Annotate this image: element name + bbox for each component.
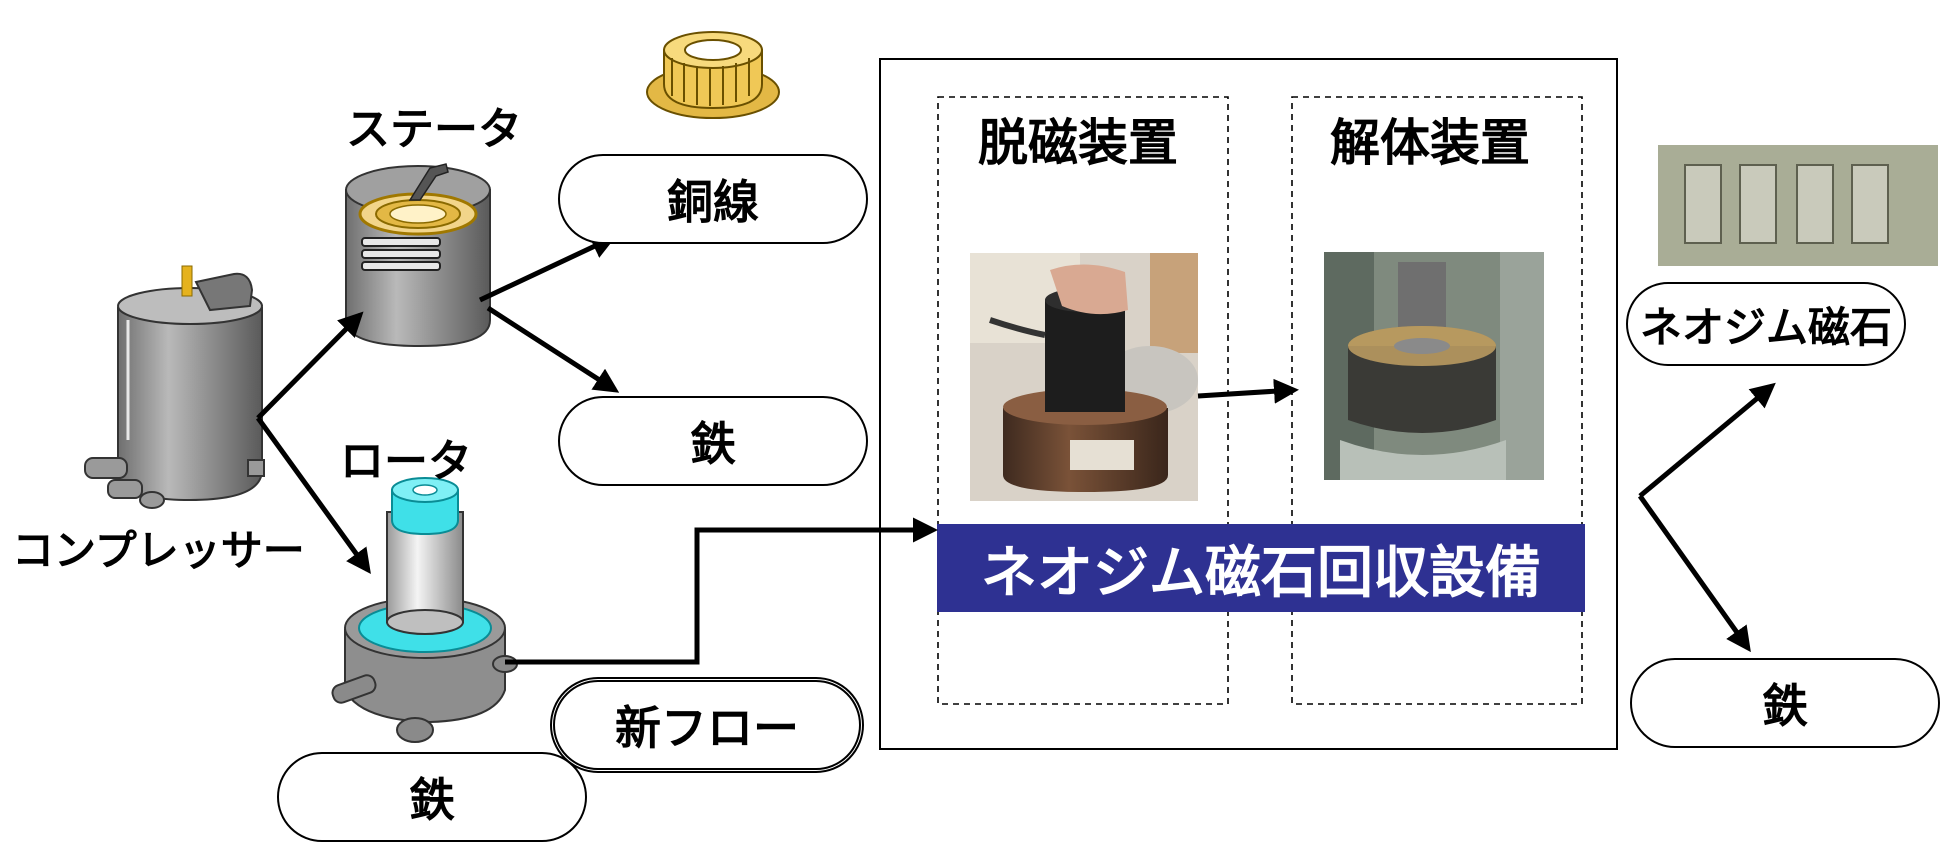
stator-label: ステータ <box>346 104 522 155</box>
arrow-compressor-to-stator <box>256 311 364 420</box>
iron-stator-box: 鉄 <box>558 396 868 486</box>
arrow-stator-to-iron <box>486 305 620 393</box>
rotor-label: ロータ <box>340 436 472 487</box>
equipment-frame <box>879 58 1618 750</box>
arrow-rotor-to-facility <box>505 517 938 665</box>
arrow-stator-to-copper <box>478 235 617 303</box>
recovery-banner-bg <box>937 524 1585 612</box>
demagnetizer-box <box>937 96 1229 705</box>
iron-output-box: 鉄 <box>1630 658 1940 748</box>
compressor-label: コンプレッサー <box>12 526 305 575</box>
recovery-facility-banner: ネオジム磁石回収設備 <box>981 540 1541 606</box>
arrow-to-magnet <box>1638 382 1776 498</box>
magnets-photo <box>1658 145 1938 266</box>
arrow-demagnetizer-to-disassembler <box>1197 378 1299 404</box>
disassembler-photo <box>1324 252 1544 480</box>
demagnetizer-title: 脱磁装置 <box>978 114 1178 172</box>
arrow-to-iron-output <box>1637 494 1751 653</box>
new-flow-box: 新フロー <box>550 677 864 773</box>
iron-rotor-box: 鉄 <box>277 752 587 842</box>
demagnetizer-photo <box>970 253 1198 501</box>
copper-winding-image <box>646 31 780 119</box>
copper-wire-box: 銅線 <box>558 154 868 244</box>
compressor-image <box>84 265 265 509</box>
rotor-image <box>331 477 518 743</box>
disassembler-title: 解体装置 <box>1330 114 1530 172</box>
arrow-compressor-to-rotor <box>255 416 371 575</box>
stator-image <box>345 163 491 348</box>
neodymium-magnet-box: ネオジム磁石 <box>1626 282 1906 366</box>
